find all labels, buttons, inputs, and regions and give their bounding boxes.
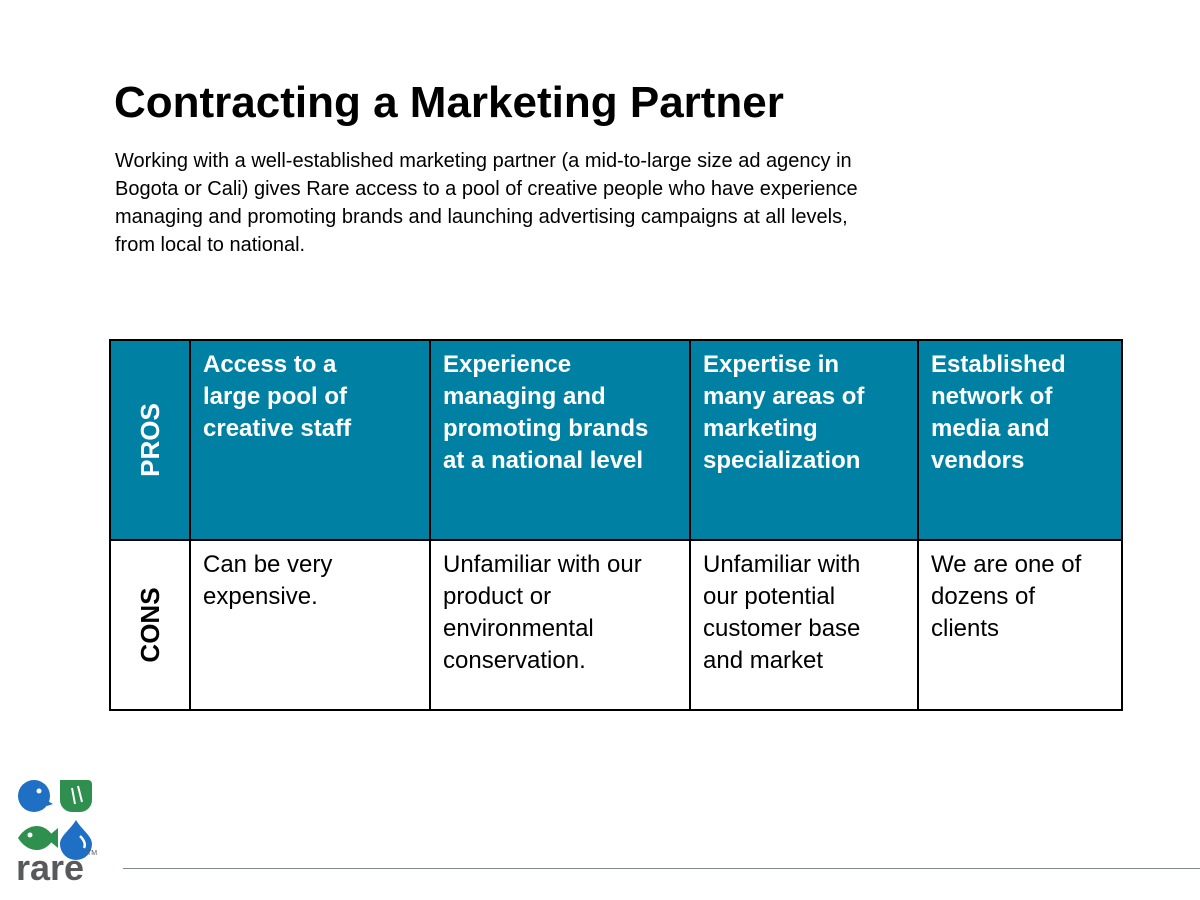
- rare-logo-mark: [18, 780, 92, 860]
- body-line: Working with a well-established marketin…: [115, 150, 852, 172]
- cell-line: at a national level: [443, 447, 644, 474]
- cell-line: vendors: [931, 447, 1025, 474]
- footer-divider: [123, 868, 1200, 869]
- cell-line: large pool of: [203, 383, 347, 410]
- slide-body-text: Working with a well-established marketin…: [115, 147, 1015, 259]
- cell-line: clients: [931, 615, 1000, 642]
- cons-row-header: CONS: [109, 539, 191, 711]
- cell-line: and market: [703, 647, 824, 674]
- pros-cell: Experience managing and promoting brands…: [429, 339, 691, 541]
- cons-cell: Unfamiliar with our product or environme…: [429, 539, 691, 711]
- cons-cell: Can be very expensive.: [189, 539, 431, 711]
- cell-line: We are one of: [931, 551, 1082, 578]
- cell-line: network of: [931, 383, 1053, 410]
- pros-label: PROS: [135, 403, 165, 477]
- cell-line: promoting brands: [443, 415, 649, 442]
- pros-cons-table: PROS Access to a large pool of creative …: [109, 339, 1123, 711]
- body-line: from local to national.: [115, 234, 306, 256]
- logo-face-icon: [18, 780, 53, 812]
- cell-line: product or: [443, 583, 552, 610]
- cell-line: Expertise in: [703, 351, 840, 378]
- cell-line: our potential: [703, 583, 836, 610]
- body-line: managing and promoting brands and launch…: [115, 206, 848, 228]
- cell-line: Established: [931, 351, 1066, 378]
- cell-line: specialization: [703, 447, 861, 474]
- cons-cell: Unfamiliar with our potential customer b…: [689, 539, 919, 711]
- cell-line: Unfamiliar with: [703, 551, 861, 578]
- pros-row-header: PROS: [109, 339, 191, 541]
- cell-line: customer base: [703, 615, 861, 642]
- cons-row: CONS Can be very expensive. Unfamiliar w…: [109, 539, 1123, 711]
- logo-leaf-icon: [60, 780, 92, 812]
- cell-line: dozens of: [931, 583, 1036, 610]
- pros-cell: Access to a large pool of creative staff: [189, 339, 431, 541]
- cons-label: CONS: [135, 587, 165, 663]
- slide-title: Contracting a Marketing Partner: [114, 78, 784, 127]
- cell-line: Can be very: [203, 551, 333, 578]
- logo-water-drop-icon: [60, 820, 92, 860]
- logo-fish-icon: [18, 826, 58, 850]
- cell-line: Access to a: [203, 351, 337, 378]
- cons-cell: We are one of dozens of clients: [917, 539, 1123, 711]
- rare-logo-text: rare: [16, 847, 85, 888]
- cell-line: Experience: [443, 351, 572, 378]
- cell-line: creative staff: [203, 415, 352, 442]
- cell-line: media and: [931, 415, 1050, 442]
- trademark-mark: TM: [87, 850, 98, 857]
- cell-line: Unfamiliar with our: [443, 551, 642, 578]
- pros-row: PROS Access to a large pool of creative …: [109, 339, 1123, 541]
- cell-line: marketing: [703, 415, 818, 442]
- cell-line: managing and: [443, 383, 606, 410]
- body-line: Bogota or Cali) gives Rare access to a p…: [115, 178, 858, 200]
- cell-line: conservation.: [443, 647, 586, 674]
- pros-cell: Established network of media and vendors: [917, 339, 1123, 541]
- cell-line: expensive.: [203, 583, 318, 610]
- cell-line: environmental: [443, 615, 594, 642]
- pros-cell: Expertise in many areas of marketing spe…: [689, 339, 919, 541]
- cell-line: many areas of: [703, 383, 865, 410]
